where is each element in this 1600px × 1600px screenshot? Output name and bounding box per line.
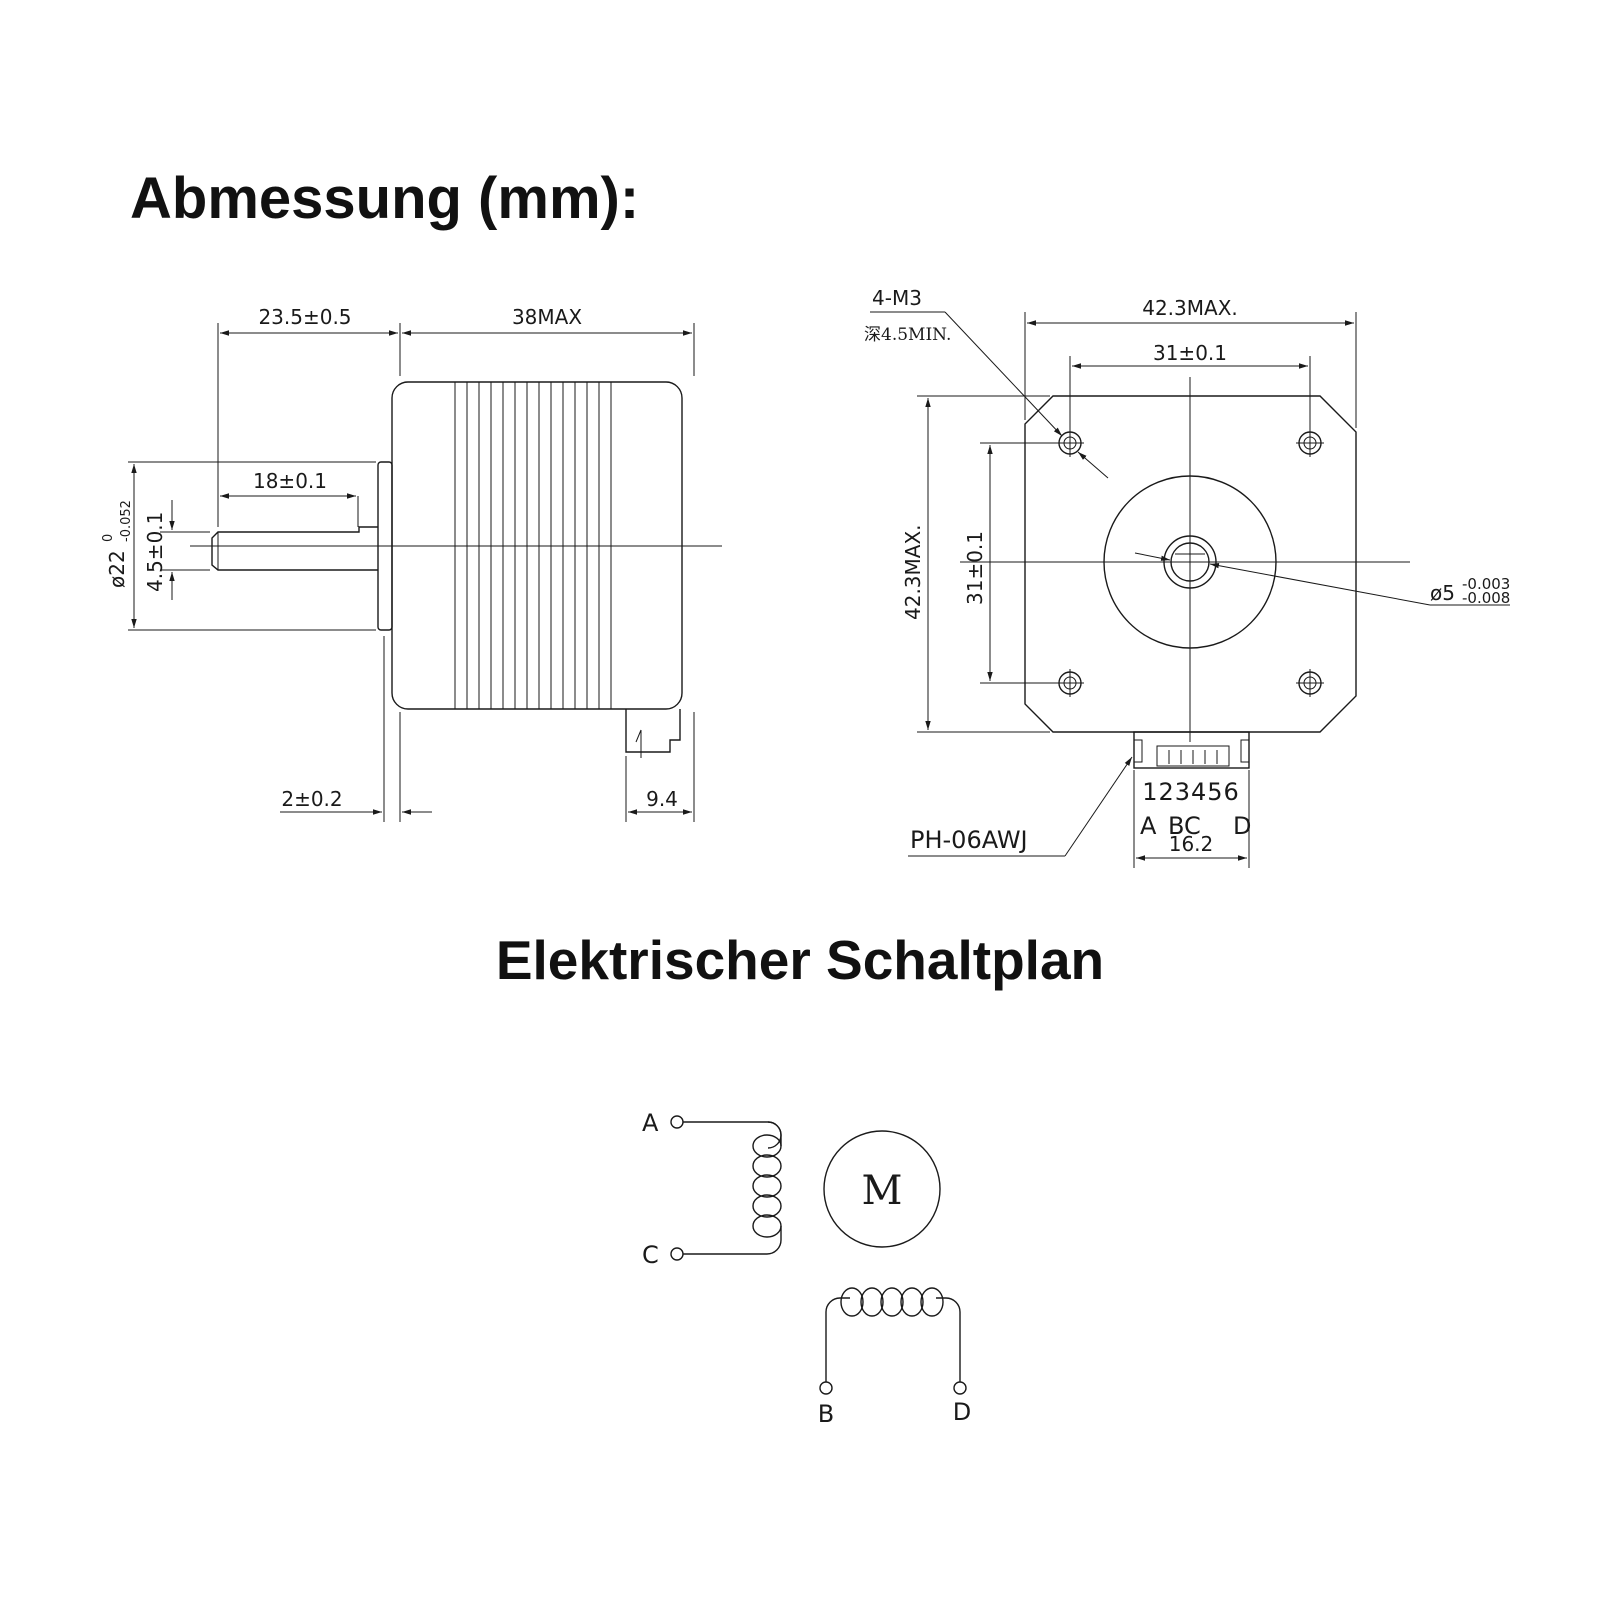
dim-flat-length: 18±0.1 (253, 469, 327, 493)
dim-hole-spacing-h: 31±0.1 (1153, 341, 1227, 365)
terminal-b (819, 1381, 833, 1395)
coil-bd (840, 1287, 944, 1317)
dim-connector-width: 16.2 (1169, 832, 1214, 856)
wiring-heading: Elektrischer Schaltplan (495, 929, 1105, 991)
dim-pilot-tol-lower: -0.052 (119, 500, 134, 542)
connector-pin-d: D (1233, 812, 1251, 840)
side-connector (625, 709, 681, 753)
connector-pin-bc: BC (1168, 812, 1201, 840)
wiring-schematic: A C M B D (642, 1109, 971, 1428)
dim-front-height: 42.3MAX. (901, 524, 925, 620)
mounting-holes (1056, 429, 1324, 697)
dim-body-length: 38MAX (512, 305, 582, 329)
coil-ac (752, 1134, 782, 1238)
front-connector (1133, 731, 1250, 769)
hole-callout-label: 4-M3 (872, 286, 922, 310)
dim-shaft-length: 23.5±0.5 (258, 305, 351, 329)
front-view: 4-M3 深4.5MIN. 42.3MAX. 31±0.1 42.3MAX. 3… (864, 286, 1510, 868)
motor-shaft (211, 526, 378, 571)
dim-shaft-diameter: ø5 (1430, 581, 1455, 605)
dim-front-width: 42.3MAX. (1142, 296, 1238, 320)
terminal-b-label: B (818, 1400, 834, 1428)
shaft-collar (1163, 535, 1217, 589)
dim-flat-depth: 4.5±0.1 (143, 512, 167, 592)
motor-label: M (862, 1168, 903, 1214)
dim-shaft-tol-lower: -0.008 (1462, 589, 1510, 607)
dim-shaft-tol-upper: -0.003 (1462, 575, 1510, 593)
terminal-a-label: A (642, 1109, 659, 1137)
dim-connector-depth: 9.4 (646, 787, 678, 811)
dimensions-heading: Abmessung (mm): (130, 166, 640, 231)
connector-pin-numbers: 123456 (1142, 778, 1240, 806)
connector-pin-a: A (1140, 812, 1157, 840)
dim-pilot-height: 2±0.2 (281, 787, 342, 811)
dim-pilot-diameter: ø22 (105, 550, 129, 588)
hole-callout-depth: 深4.5MIN. (864, 325, 951, 345)
dim-hole-spacing-v: 31±0.1 (963, 531, 987, 605)
shaft (1170, 542, 1210, 582)
terminal-c-label: C (642, 1241, 659, 1269)
terminal-c (670, 1247, 684, 1261)
motor-symbol (823, 1130, 941, 1248)
terminal-d (953, 1381, 967, 1395)
dim-pilot-tol-upper: 0 (101, 534, 116, 542)
side-view: 23.5±0.5 38MAX 18±0.1 ø22 0 -0.052 4.5±0… (101, 305, 722, 822)
connector-model: PH-06AWJ (910, 826, 1028, 854)
motor-boss (1103, 475, 1277, 649)
terminal-d-label: D (953, 1398, 971, 1426)
terminal-a (670, 1115, 684, 1129)
motor-flange (1024, 395, 1357, 733)
